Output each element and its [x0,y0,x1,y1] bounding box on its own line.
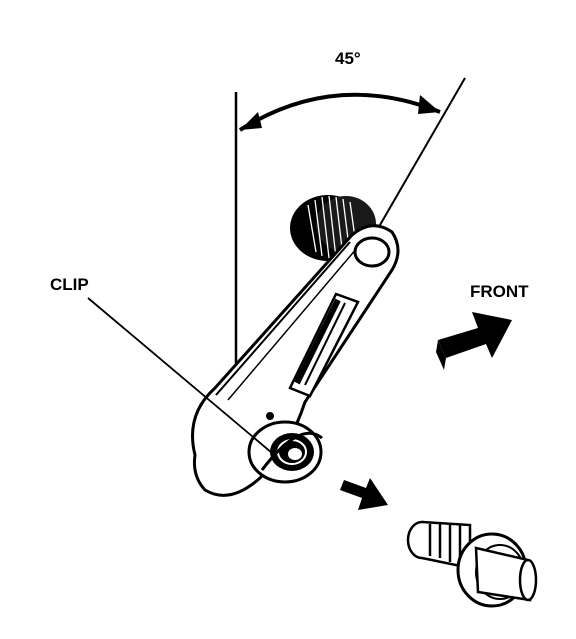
spindle-part [406,520,538,608]
crank-arm [191,224,400,497]
direction-arrow-icon [436,312,512,370]
clip-leader-line [87,297,279,459]
angle-arc [238,92,441,132]
clip-label: CLIP [50,275,89,294]
angle-label: 45° [335,49,361,68]
removal-arrow-icon [340,478,388,510]
handle-axis-line [379,77,466,226]
front-label: FRONT [470,282,529,301]
clip-hub [247,412,323,484]
